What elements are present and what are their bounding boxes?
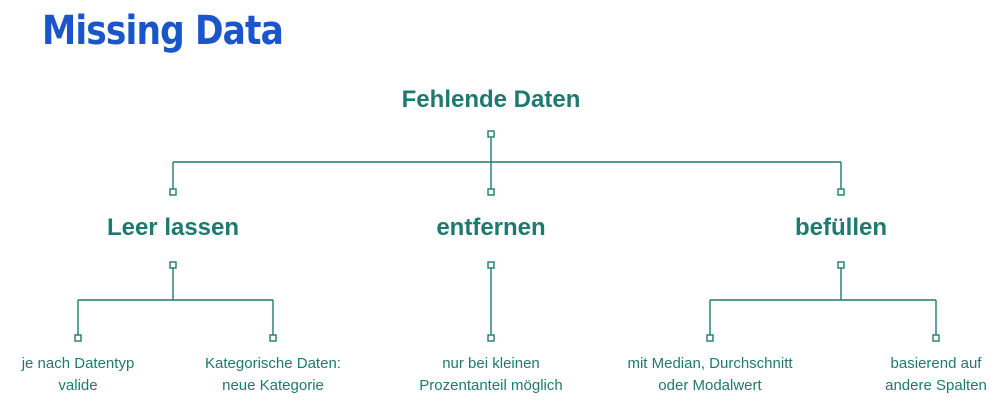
connector-square-leaf-3	[487, 334, 495, 342]
leaf-line: je nach Datentyp	[21, 355, 135, 372]
leaf-node-median: mit Median, Durchschnitt oder Modalwert	[627, 353, 792, 397]
connector-square-b3-top	[837, 188, 845, 196]
branch-node-entfernen: entfernen	[436, 214, 546, 241]
leaf-line: neue Kategorie	[222, 377, 324, 394]
connector-square-b3-bottom	[837, 261, 845, 269]
branch-node-leer-lassen: Leer lassen	[106, 214, 240, 241]
leaf-line: oder Modalwert	[658, 377, 762, 394]
root-node: Fehlende Daten	[401, 86, 581, 113]
leaf-line: nur bei kleinen	[442, 355, 540, 372]
leaf-node-prozentanteil: nur bei kleinen Prozentanteil möglich	[419, 353, 562, 397]
branch-node-befuellen: befüllen	[794, 214, 888, 241]
leaf-node-kategorie: Kategorische Daten: neue Kategorie	[205, 353, 341, 397]
leaf-line: mit Median, Durchschnitt	[627, 355, 793, 372]
connector-square-b2-bottom	[487, 261, 495, 269]
connector-square-leaf-2	[269, 334, 277, 342]
leaf-line: Prozentanteil möglich	[419, 377, 563, 394]
connector-square-leaf-4	[706, 334, 714, 342]
connector-square-leaf-1	[74, 334, 82, 342]
connector-square-b1-top	[169, 188, 177, 196]
leaf-line: valide	[58, 377, 98, 394]
connector-square-b2-top	[487, 188, 495, 196]
leaf-line: andere Spalten	[885, 377, 987, 394]
leaf-node-datentyp: je nach Datentyp valide	[22, 353, 135, 397]
page-title: Missing Data	[42, 8, 284, 54]
leaf-node-spalten: basierend auf andere Spalten	[885, 353, 987, 397]
leaf-line: Kategorische Daten:	[205, 355, 341, 372]
connector-square-root	[487, 130, 495, 138]
connector-square-leaf-5	[932, 334, 940, 342]
leaf-line: basierend auf	[890, 355, 982, 372]
connector-square-b1-bottom	[169, 261, 177, 269]
